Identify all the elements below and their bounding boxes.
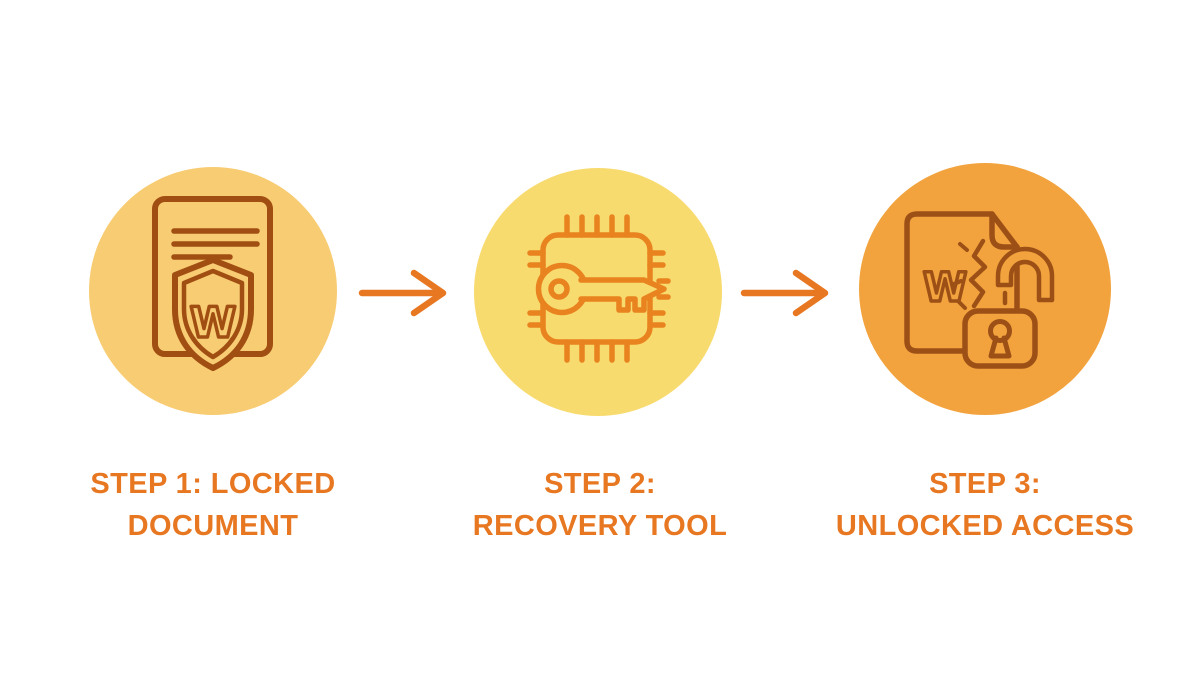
step-2-label-line2: RECOVERY TOOL: [472, 510, 728, 542]
keyhole-icon: [988, 319, 1012, 343]
crack-icon: [968, 238, 988, 309]
locked-document-shield-icon: W: [152, 196, 273, 371]
step-2-label: STEP 2: RECOVERY TOOL: [390, 463, 810, 547]
shield-letter: W: [190, 298, 236, 347]
step-2-circle: [474, 168, 722, 416]
chip-pins-top: [564, 214, 630, 238]
keyhole-tail: [988, 335, 1012, 359]
step-1-circle: W: [89, 167, 337, 415]
right-arrow-icon: [358, 269, 447, 317]
chip-pins-bottom: [564, 339, 630, 363]
chip-pins-left: [527, 250, 546, 328]
chip-key-icon: [527, 214, 671, 363]
step-1-label-line1: STEP 1: LOCKED: [90, 468, 336, 500]
document-fold: [989, 211, 1020, 250]
shield-inner-outline: [181, 268, 245, 360]
step-3-label-line1: STEP 3:: [929, 468, 1041, 500]
step-1-label-line2: DOCUMENT: [127, 510, 299, 542]
cracked-document-unlocked-padlock-icon: W: [904, 211, 1055, 369]
arrow-shape: [740, 269, 829, 317]
right-arrow-icon: [740, 269, 829, 317]
step-3-circle-bg: [859, 163, 1111, 415]
step-3-label-line2: UNLOCKED ACCESS: [835, 510, 1135, 542]
step-3-label: STEP 3: UNLOCKED ACCESS: [775, 463, 1195, 547]
step-2-label-line1: STEP 2:: [544, 468, 656, 500]
padlock-shackle-open: [995, 246, 1055, 303]
chip-pins-right: [647, 250, 671, 328]
key-shaft: [578, 277, 667, 313]
step-3-circle: W: [859, 163, 1111, 415]
key-bow: [535, 262, 589, 316]
key-bow-hole: [548, 278, 570, 300]
step-1-label: STEP 1: LOCKED DOCUMENT: [3, 463, 423, 547]
crack-sparks: [952, 242, 969, 310]
arrow-shape: [358, 269, 447, 317]
